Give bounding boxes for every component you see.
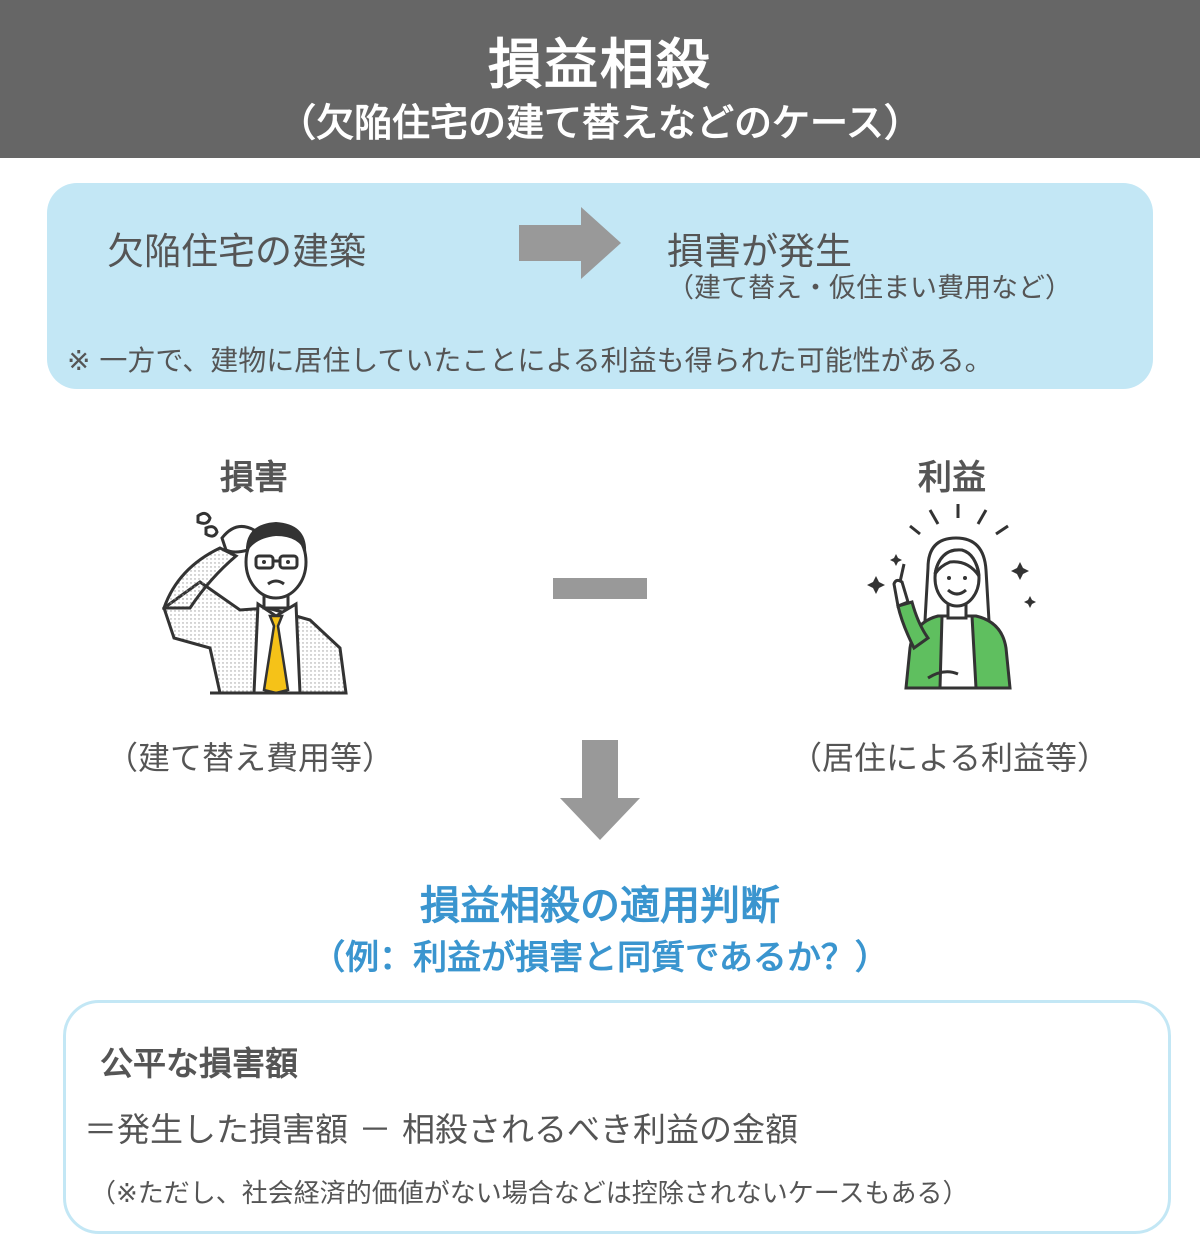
- header: 損益相殺 （欠陥住宅の建て替えなどのケース）: [0, 0, 1200, 158]
- judgment-title: 損益相殺の適用判断: [420, 883, 780, 929]
- minus-icon: [553, 578, 647, 599]
- cause-text: 欠陥住宅の建築: [107, 230, 366, 273]
- benefit-note: ※ 一方で、建物に居住していたことによる利益も得られた可能性がある。: [67, 344, 993, 377]
- damage-caption: （建て替え費用等）: [106, 739, 395, 777]
- effect-text: 損害が発生: [667, 230, 852, 273]
- benefit-label: 利益: [918, 458, 986, 498]
- effect-detail: （建て替え・仮住まい費用など）: [667, 273, 1072, 304]
- formula-note: （※ただし、社会経済的価値がない場合などは控除されないケースもある）: [90, 1179, 969, 1209]
- page-subtitle: （欠陥住宅の建て替えなどのケース）: [277, 101, 923, 145]
- judgment-example: （例：利益が損害と同質であるか？）: [311, 938, 889, 978]
- formula-body: ＝発生した損害額 － 相殺されるべき利益の金額: [84, 1110, 798, 1149]
- arrow-right-icon: [519, 207, 621, 279]
- damage-label: 損害: [220, 458, 288, 498]
- formula-title: 公平な損害額: [100, 1044, 298, 1083]
- happy-woman-icon: [867, 504, 1036, 690]
- formula-box: 公平な損害額 ＝発生した損害額 － 相殺されるべき利益の金額 （※ただし、社会経…: [63, 1000, 1171, 1234]
- troubled-man-icon: [161, 511, 348, 695]
- page-title: 損益相殺: [488, 33, 712, 96]
- situation-box: 欠陥住宅の建築 損害が発生 （建て替え・仮住まい費用など） ※ 一方で、建物に居…: [47, 183, 1153, 389]
- benefit-caption: （居住による利益等）: [790, 739, 1110, 777]
- arrow-down-icon: [560, 740, 640, 840]
